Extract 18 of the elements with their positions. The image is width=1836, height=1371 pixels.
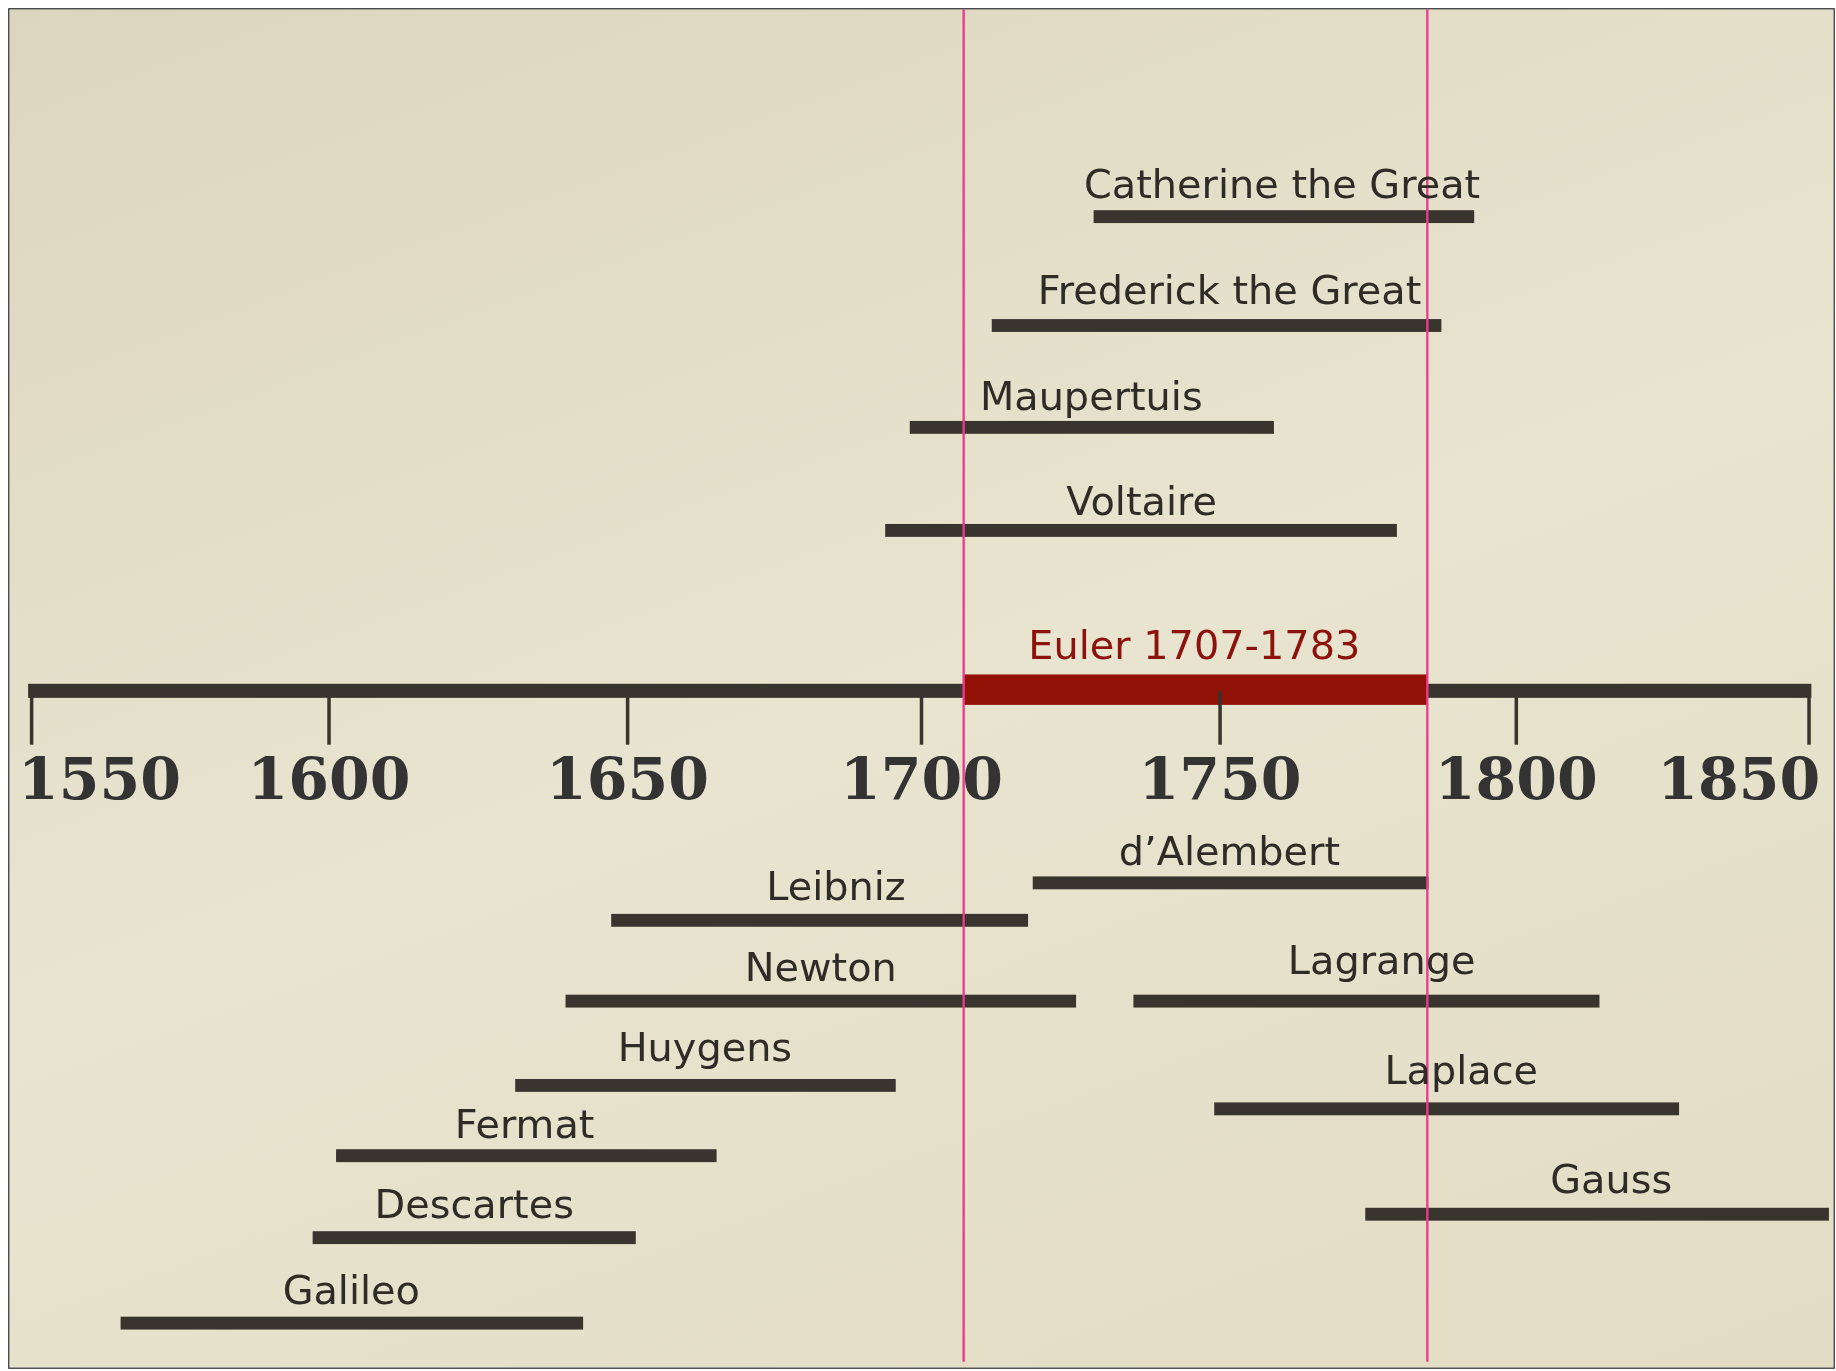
year-label: 1600 xyxy=(247,749,411,808)
year-label: 1650 xyxy=(546,749,710,808)
year-label: 1850 xyxy=(1657,749,1821,808)
person-name: Voltaire xyxy=(1066,481,1217,522)
highlighted-person-name: Euler 1707-1783 xyxy=(1028,625,1361,666)
person-name: Frederick the Great xyxy=(1037,270,1422,311)
person-name: d’Alembert xyxy=(1118,831,1341,872)
year-label: 1800 xyxy=(1434,749,1598,808)
person-name: Leibniz xyxy=(766,866,906,907)
year-label: 1550 xyxy=(18,749,181,808)
person-name: Maupertuis xyxy=(979,375,1203,416)
person-name: Newton xyxy=(744,947,897,988)
person-name: Huygens xyxy=(617,1026,793,1067)
person-name: Fermat xyxy=(454,1104,595,1144)
person-name: Descartes xyxy=(374,1183,574,1224)
year-label: 1750 xyxy=(1138,749,1302,808)
person-name: Galileo xyxy=(282,1270,420,1311)
person-name: Gauss xyxy=(1550,1159,1673,1199)
